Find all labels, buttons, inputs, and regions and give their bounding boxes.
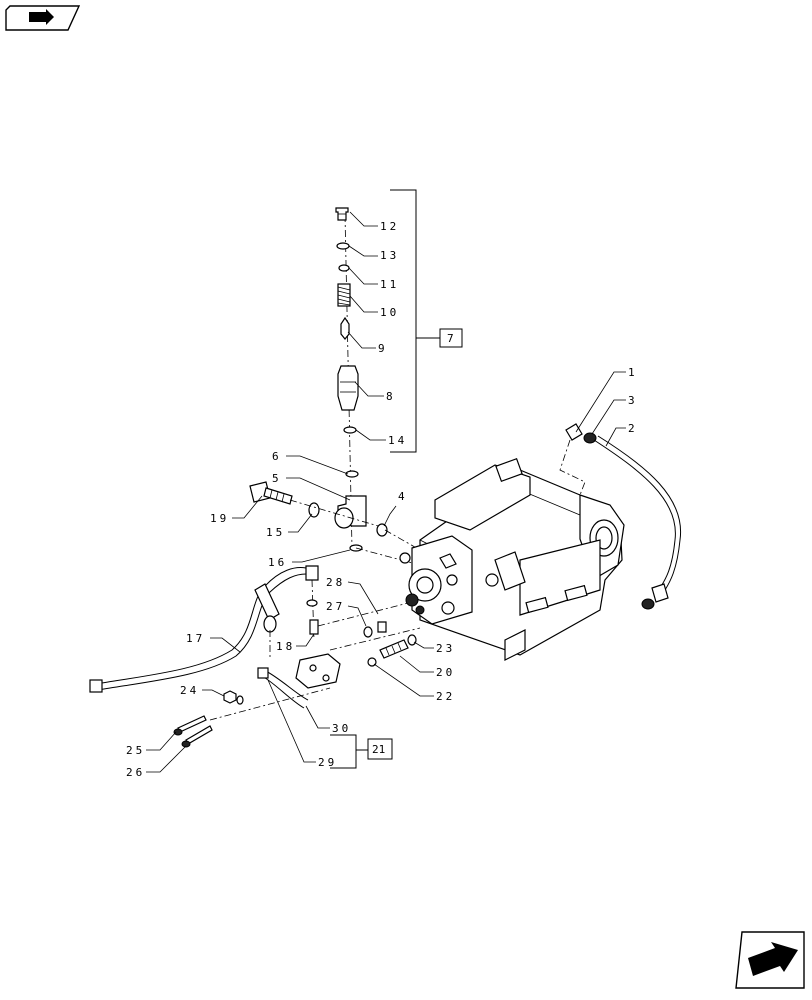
- callout-17: 17: [186, 632, 205, 645]
- book-arrow-icon[interactable]: [5, 5, 81, 31]
- callout-20: 20: [436, 666, 455, 679]
- callout-15: 15: [266, 526, 285, 539]
- callout-19: 19: [210, 512, 229, 525]
- assembly-bracket-21: 21: [330, 734, 393, 769]
- callout-8: 8: [386, 390, 396, 403]
- callout-23: 23: [436, 642, 455, 655]
- assembly-ref-21: 21: [372, 743, 385, 756]
- callout-6: 6: [272, 450, 282, 463]
- callout-30: 30: [332, 722, 351, 735]
- callout-28: 28: [326, 576, 345, 589]
- gearbox-housing: [399, 457, 625, 661]
- callout-4: 4: [398, 490, 408, 503]
- left-fittings: [89, 481, 421, 748]
- callout-25: 25: [126, 744, 145, 757]
- assembly-ref-7: 7: [447, 332, 454, 345]
- callout-27: 27: [326, 600, 345, 613]
- callout-10: 10: [380, 306, 399, 319]
- callout-26: 26: [126, 766, 145, 779]
- hose-assembly: [559, 423, 682, 610]
- callout-13: 13: [380, 249, 399, 262]
- callout-22: 22: [436, 690, 455, 703]
- callout-18: 18: [276, 640, 295, 653]
- callout-24: 24: [180, 684, 199, 697]
- callout-12: 12: [380, 220, 399, 233]
- callout-2: 2: [628, 422, 638, 435]
- callout-3: 3: [628, 394, 638, 407]
- next-page-arrow-icon[interactable]: [735, 931, 805, 989]
- callout-9: 9: [378, 342, 388, 355]
- callout-1: 1: [628, 366, 638, 379]
- callout-11: 11: [380, 278, 399, 291]
- callout-14: 14: [388, 434, 407, 447]
- callout-29: 29: [318, 756, 337, 769]
- callout-5: 5: [272, 472, 282, 485]
- assembly-bracket-7: 7: [390, 189, 463, 453]
- valve-stack: [334, 207, 367, 552]
- callout-16: 16: [268, 556, 287, 569]
- callouts: 12 13 11 10 9 8 14 6 5 19 15 4 16 28 27 …: [126, 211, 638, 779]
